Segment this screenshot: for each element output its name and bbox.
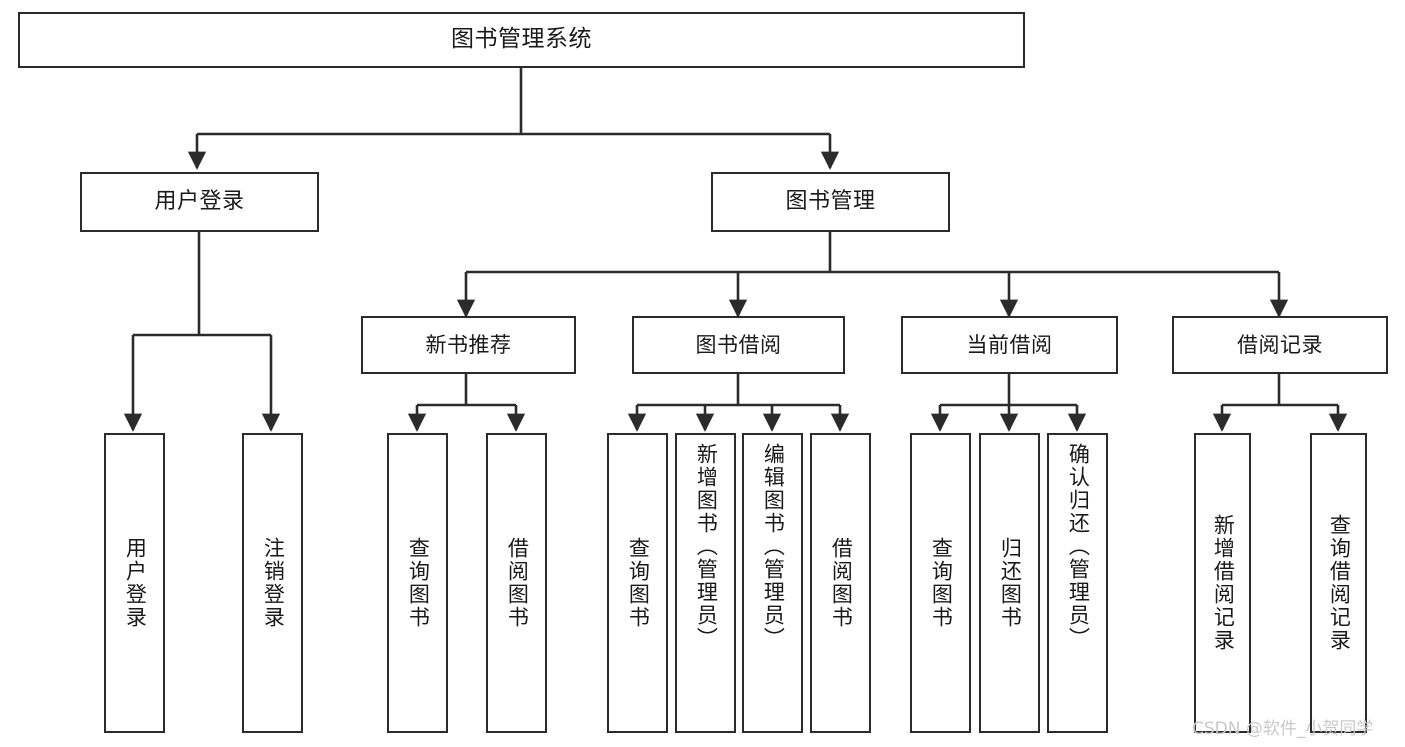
node-label: 借阅图书 [505,537,530,629]
node-label: 新增图书（管理员） [694,443,719,650]
leaf-confirm-return-admin[interactable]: 确认归还（管理员） [1047,433,1108,733]
leaf-query-book-borrow[interactable]: 查询图书 [607,433,668,733]
leaf-edit-book-admin[interactable]: 编辑图书（管理员） [742,433,803,733]
node-user-login[interactable]: 用户登录 [80,172,319,232]
leaf-query-borrow-record[interactable]: 查询借阅记录 [1310,433,1367,733]
node-label: 新书推荐 [425,332,512,357]
node-label: 图书管理 [785,189,876,215]
node-label: 注销登录 [261,537,286,629]
node-label: 查询借阅记录 [1327,514,1352,652]
leaf-return-book[interactable]: 归还图书 [979,433,1040,733]
leaf-query-book-recommend[interactable]: 查询图书 [387,433,448,733]
node-label: 新增借阅记录 [1211,514,1236,652]
node-label: 用户登录 [123,537,148,629]
leaf-query-book-current[interactable]: 查询图书 [910,433,971,733]
leaf-logout[interactable]: 注销登录 [242,433,303,733]
node-current-borrow[interactable]: 当前借阅 [901,316,1118,374]
node-label: 借阅图书 [829,537,854,629]
leaf-borrow-book-recommend[interactable]: 借阅图书 [486,433,547,733]
node-book-borrow[interactable]: 图书借阅 [632,316,845,374]
node-label: 归还图书 [998,537,1023,629]
node-label: 确认归还（管理员） [1066,443,1091,650]
node-borrow-record[interactable]: 借阅记录 [1172,316,1388,374]
node-label: 图书借阅 [695,332,782,357]
leaf-user-login[interactable]: 用户登录 [104,433,165,733]
node-label: 查询图书 [626,537,651,629]
node-label: 当前借阅 [966,332,1053,357]
node-label: 编辑图书（管理员） [761,443,786,650]
node-label: 借阅记录 [1237,332,1323,357]
leaf-add-borrow-record[interactable]: 新增借阅记录 [1194,433,1251,733]
node-root-book-management-system[interactable]: 图书管理系统 [18,12,1025,68]
node-new-book-recommend[interactable]: 新书推荐 [361,316,576,374]
leaf-borrow-book[interactable]: 借阅图书 [810,433,871,733]
node-label: 查询图书 [406,537,431,629]
node-label: 查询图书 [929,537,954,629]
node-label: 用户登录 [154,189,245,215]
node-label: 图书管理系统 [451,26,592,53]
leaf-add-book-admin[interactable]: 新增图书（管理员） [675,433,736,733]
node-book-management[interactable]: 图书管理 [711,172,950,232]
csdn-watermark: CSDN @软件_小贺同学 [1192,719,1374,739]
